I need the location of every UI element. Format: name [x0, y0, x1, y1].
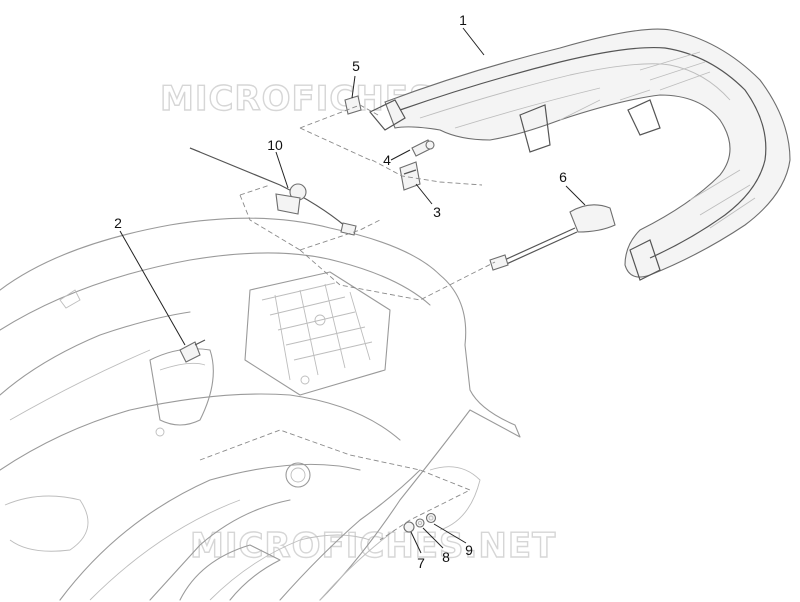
callout-7: 7: [417, 555, 425, 571]
rear-rack-part: [369, 28, 791, 281]
clip-part-5: [344, 95, 362, 115]
cable-ring-part-10: [189, 147, 357, 236]
leader-lines: [119, 27, 586, 554]
washer-part-9: [425, 512, 437, 524]
release-cable-part-6: [489, 204, 616, 271]
screw-part-4: [411, 139, 435, 157]
fastener-part-2: [179, 339, 206, 363]
watermark-bottom: MICROFICHES.NET: [190, 526, 556, 566]
washer-part-8: [415, 518, 425, 528]
rear-body-frame: [0, 217, 521, 601]
callout-2: 2: [114, 215, 122, 231]
callout-6: 6: [559, 169, 567, 185]
assembly-guides: [199, 104, 496, 541]
clip-nut-part-3: [399, 161, 421, 191]
screw-part-7: [403, 521, 415, 533]
callout-10: 10: [267, 137, 283, 153]
callout-5: 5: [352, 58, 360, 74]
callout-4: 4: [383, 152, 391, 168]
callout-8: 8: [442, 549, 450, 565]
callout-9: 9: [465, 542, 473, 558]
callouts: 1 2 3 4 5 6 7 8 9 10: [114, 12, 567, 571]
callout-1: 1: [459, 12, 467, 28]
callout-3: 3: [433, 204, 441, 220]
